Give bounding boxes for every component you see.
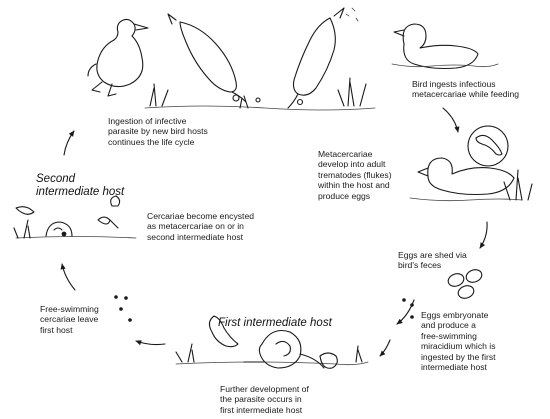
fluke-icon bbox=[468, 126, 508, 166]
caption-eggs-shed: Eggs are shed via bird's feces bbox=[398, 250, 467, 271]
caption-free-swimming: Free-swimming cercariae leave first host bbox=[40, 304, 99, 335]
caption-cercariae-encyst: Cercariae become encysted as metacercari… bbox=[147, 211, 254, 242]
encysted-snail-icon bbox=[14, 196, 136, 238]
duck-swimming-icon bbox=[392, 24, 498, 69]
caption-ingestion: Ingestion of infective parasite by new b… bbox=[108, 116, 208, 147]
duck-feeding-icon bbox=[288, 8, 358, 108]
pond-edge-icon bbox=[145, 78, 375, 110]
host-label-second: Second intermediate host bbox=[36, 173, 124, 199]
duck-diving-icon bbox=[168, 14, 246, 102]
caption-bird-ingests: Bird ingests infectious metacercariae wh… bbox=[412, 79, 519, 100]
duck-host-icon bbox=[410, 158, 532, 201]
caption-metacercariae: Metacercariae develop into adult tremato… bbox=[318, 149, 392, 201]
host-label-first: First intermediate host bbox=[218, 317, 332, 330]
duck-standing-icon bbox=[88, 19, 148, 96]
cercaria-dots-icon bbox=[114, 295, 132, 322]
caption-further-development: Further development of the parasite occu… bbox=[220, 384, 309, 415]
caption-eggs-embryonate: Eggs embryonate and produce a free-swimm… bbox=[421, 310, 496, 372]
